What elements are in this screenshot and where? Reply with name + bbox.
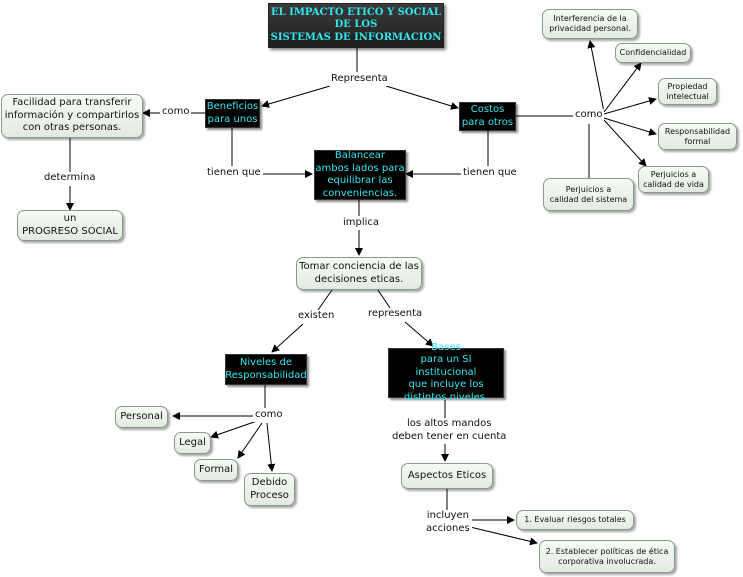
- node-propiedad-intelectual: Propiedad intelectual: [658, 78, 717, 105]
- link-label-representa-2: representa: [366, 308, 425, 321]
- link-label-existen: existen: [296, 310, 337, 323]
- link-label-representa: Representa: [329, 73, 390, 86]
- node-legal: Legal: [174, 432, 211, 454]
- link-label-como-left: como: [160, 106, 192, 119]
- diagram-title: EL IMPACTO ETICO Y SOCIAL DE LOS SISTEMA…: [268, 3, 444, 48]
- node-perjuicios-sistema: Perjuicios a calidad del sistema: [543, 178, 634, 211]
- node-debido-proceso: Debido Proceso: [244, 473, 295, 506]
- link-label-altos-mandos: los altos mandos deben tener en cuenta: [390, 418, 509, 443]
- node-progreso-social: un PROGRESO SOCIAL: [17, 210, 123, 241]
- node-facilidad: Facilidad para transferir información y …: [1, 94, 143, 138]
- node-bases: Bases para un SI institucional que inclu…: [388, 342, 504, 403]
- link-label-tienen-que-left: tienen que: [205, 167, 263, 180]
- node-interferencia: Interferencia de la privacidad personal.: [542, 9, 638, 39]
- node-balancear: Balancear ambos lados para equilibrar la…: [314, 150, 406, 200]
- node-establecer-politicas: 2. Establecer políticas de ética corpora…: [539, 540, 675, 573]
- node-niveles-responsabilidad: Niveles de Responsabilidad: [225, 354, 307, 385]
- node-costos: Costos para otros: [459, 102, 516, 131]
- link-label-tienen-que-right: tienen que: [461, 167, 519, 180]
- node-beneficios: Beneficios para unos: [205, 99, 260, 128]
- link-label-implica: implica: [341, 217, 382, 230]
- node-responsabilidad-formal: Responsabilidad formal: [658, 123, 737, 150]
- link-label-como-niveles: como: [253, 409, 285, 422]
- link-label-como-right: como: [573, 109, 605, 122]
- node-confidencialidad: Confidencialidad: [615, 43, 691, 63]
- node-personal: Personal: [115, 406, 168, 428]
- node-aspectos-eticos: Aspectos Eticos: [401, 463, 493, 489]
- node-tomar-conciencia: Tomar conciencia de las decisiones etica…: [296, 257, 422, 290]
- node-perjuicios-vida: Perjuicios a calidad de vida: [638, 166, 709, 193]
- node-formal: Formal: [194, 459, 238, 481]
- link-label-determina: determina: [42, 172, 98, 185]
- node-evaluar-riesgos: 1. Evaluar riesgos totales: [516, 510, 634, 530]
- link-label-incluyen-acciones: incluyen acciones: [424, 510, 472, 535]
